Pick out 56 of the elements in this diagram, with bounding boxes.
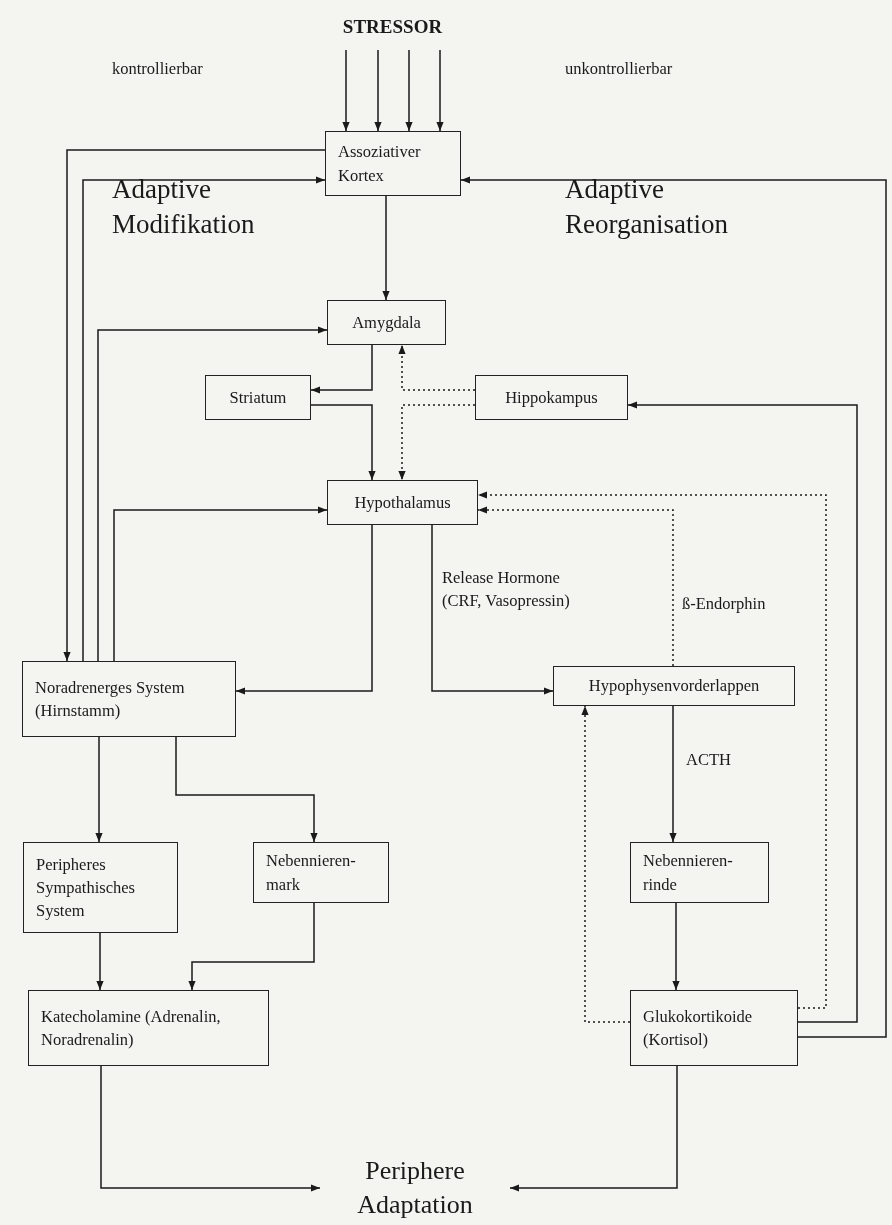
annotation: unkontrollierbar	[565, 58, 674, 80]
arrow	[342, 49, 350, 132]
arrow	[509, 1065, 678, 1192]
arrow	[477, 506, 674, 667]
node-label: Noradrenerges System (Hirnstamm)	[35, 676, 186, 722]
arrow	[382, 195, 390, 301]
arrow	[460, 176, 887, 1038]
arrow	[113, 506, 328, 662]
arrow	[627, 401, 858, 1023]
node-label: Nebennieren-rinde	[643, 850, 734, 896]
arrow	[374, 49, 382, 132]
process-box	[630, 990, 798, 1066]
process-box	[553, 666, 795, 706]
process-box	[28, 990, 269, 1066]
arrow	[310, 344, 373, 394]
process-box	[325, 131, 461, 196]
arrow	[398, 344, 476, 391]
arrow	[672, 902, 680, 991]
process-box	[475, 375, 628, 420]
annotation: kontrollierbar	[112, 58, 204, 80]
arrow	[96, 932, 104, 991]
arrow	[175, 736, 318, 843]
arrow	[97, 326, 328, 662]
arrow	[405, 49, 413, 132]
arrow	[188, 902, 315, 991]
output-label: Periphere Adaptation	[356, 1155, 474, 1221]
arrow	[581, 705, 631, 1023]
node-label: Peripheres Sympathisches System	[36, 853, 136, 923]
arrow	[398, 404, 476, 481]
process-box	[327, 300, 446, 345]
node-label: Nebennieren-mark	[266, 850, 357, 896]
node-label: Katecholamine (Adrenalin, Noradrenalin)	[41, 1005, 222, 1051]
arrow	[100, 1065, 321, 1192]
node-label: Hypophysenvorderlappen	[587, 675, 761, 698]
arrow	[431, 524, 554, 695]
process-box	[22, 661, 236, 737]
node-label: Striatum	[228, 386, 288, 409]
node-label: Glukokortikoide (Kortisol)	[643, 1005, 754, 1051]
process-box	[327, 480, 478, 525]
node-label: Hypothalamus	[353, 491, 452, 514]
node-label: Hippokampus	[504, 386, 599, 409]
region-heading: Adaptive Modifikation	[112, 173, 256, 242]
arrow	[235, 524, 373, 695]
process-box	[23, 842, 178, 933]
process-box	[205, 375, 311, 420]
arrow	[477, 491, 827, 1009]
process-box	[253, 842, 389, 903]
input-label: STRESSOR	[341, 15, 444, 39]
arrow	[436, 49, 444, 132]
arrow	[95, 736, 103, 843]
region-heading: Adaptive Reorganisation	[565, 173, 729, 242]
arrow	[669, 705, 677, 843]
arrow	[310, 404, 376, 481]
node-label: Amygdala	[351, 311, 422, 334]
node-label: Assoziativer Kortex	[338, 141, 422, 187]
process-box	[630, 842, 769, 903]
